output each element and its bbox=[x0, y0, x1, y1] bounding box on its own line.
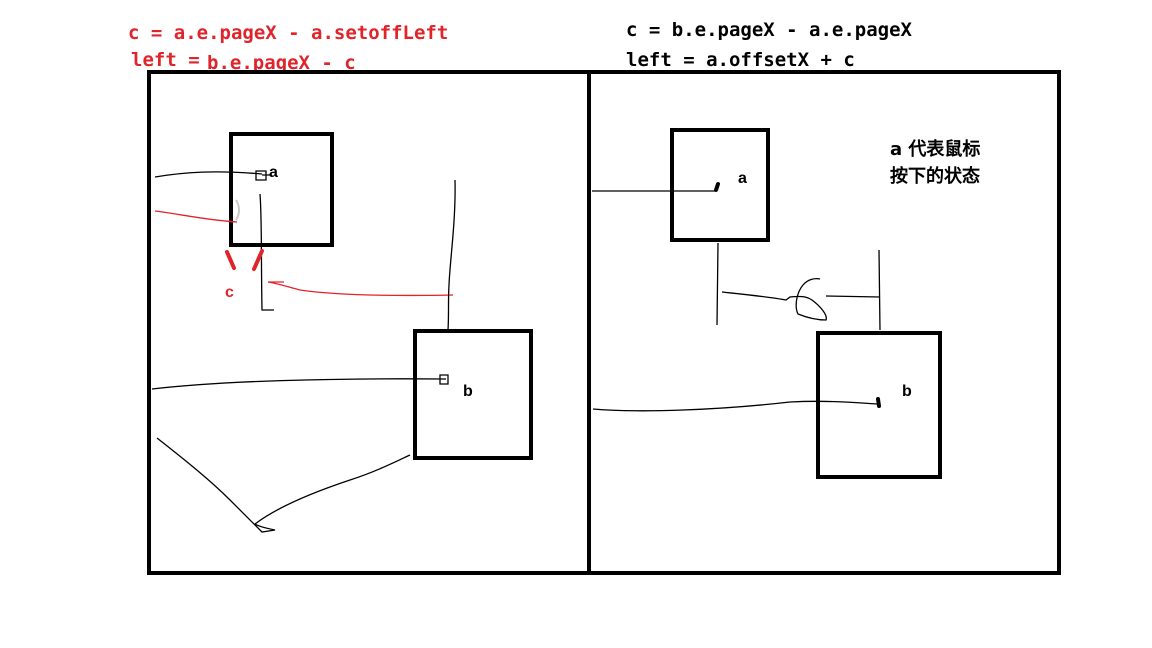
right-box-b-label: b bbox=[902, 383, 912, 400]
right-formula-c: c = b.e.pageX - a.e.pageX bbox=[626, 19, 913, 41]
left-c-mark-left bbox=[225, 250, 236, 270]
right-vertical-a bbox=[716, 242, 719, 326]
left-box-a-label: a bbox=[269, 164, 278, 181]
right-box-b bbox=[816, 331, 942, 479]
outer-frame bbox=[147, 70, 1061, 575]
right-c-connector bbox=[721, 278, 881, 321]
left-smudge bbox=[235, 199, 240, 221]
right-cursor-a-icon bbox=[714, 182, 720, 192]
right-cursor-b-icon bbox=[876, 397, 881, 408]
left-line-to-a bbox=[154, 171, 263, 178]
left-cursor-b-icon bbox=[439, 374, 449, 385]
left-c-label: c bbox=[225, 284, 234, 301]
left-formula-left-suffix: b.e.pageX - c bbox=[207, 52, 356, 74]
left-box-b bbox=[413, 329, 533, 460]
left-swoosh bbox=[156, 437, 411, 533]
left-formula-left-prefix: left = bbox=[131, 49, 200, 71]
left-formula-c: c = a.e.pageX - a.setoffLeft bbox=[128, 22, 448, 44]
left-cursor-a-icon bbox=[255, 170, 270, 181]
left-red-guide bbox=[154, 210, 238, 223]
left-c-mark-right bbox=[252, 249, 264, 271]
right-panel: a a 代表鼠标 按下的状态 b bbox=[592, 128, 980, 479]
left-box-b-label: b bbox=[463, 383, 473, 400]
right-line-to-b bbox=[592, 400, 878, 412]
right-formula-left: left = a.offsetX + c bbox=[626, 49, 855, 71]
right-box-a bbox=[670, 128, 770, 242]
left-box-a bbox=[229, 132, 334, 247]
left-vertical-a bbox=[259, 193, 274, 311]
left-line-to-b bbox=[151, 378, 447, 390]
right-legend-line1: a 代表鼠标 bbox=[890, 138, 980, 160]
right-legend-line2: 按下的状态 bbox=[890, 165, 980, 187]
left-panel: a c b bbox=[151, 132, 533, 533]
right-box-a-label: a bbox=[738, 170, 747, 187]
left-red-connector bbox=[267, 281, 454, 297]
right-vertical-b bbox=[878, 249, 881, 331]
left-vertical-b bbox=[447, 179, 456, 331]
